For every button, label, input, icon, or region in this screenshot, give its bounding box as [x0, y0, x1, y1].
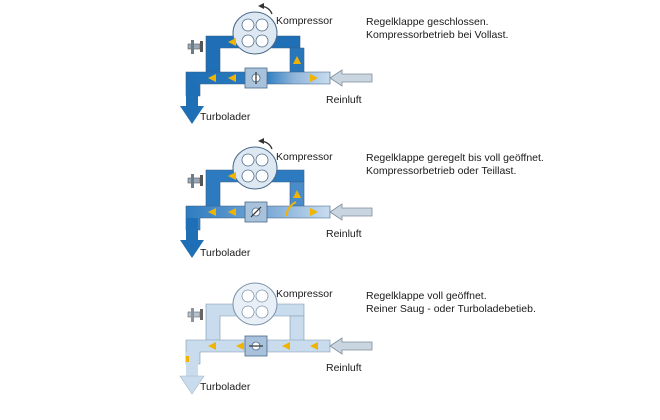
flow-arrows — [186, 342, 318, 362]
description-line-1: Regelklappe voll geöffnet. — [366, 290, 487, 302]
sensor-icon — [187, 174, 203, 188]
intake-arrow — [329, 203, 373, 221]
compressor-icon — [232, 138, 278, 190]
compressor-label: Kompressor — [276, 15, 333, 27]
intake-label: Reinluft — [326, 362, 362, 374]
description-panel-2: Regelklappe geregelt bis voll geöffnet. … — [366, 152, 544, 178]
intake-label: Reinluft — [326, 228, 362, 240]
outlet-label: Turbolader — [200, 111, 251, 123]
valve-closed — [244, 67, 268, 89]
intake-arrow — [329, 337, 373, 355]
outlet-pipe — [186, 84, 198, 106]
description-line-2: Kompressorbetrieb bei Vollast. — [366, 29, 509, 41]
compressor-icon — [232, 282, 278, 326]
panel-3: Kompressor Reinluft Turbolader — [179, 282, 373, 395]
description-panel-1: Regelklappe geschlossen. Kompressorbetri… — [366, 16, 508, 42]
outlet-pipe — [186, 352, 198, 376]
intake-label: Reinluft — [326, 94, 362, 106]
valve-open — [244, 335, 268, 357]
panel-1: Kompressor Reinluft Turbolader — [180, 3, 373, 124]
description-panel-3: Regelklappe voll geöffnet. Reiner Saug -… — [366, 290, 536, 316]
outlet-arrow — [180, 240, 204, 258]
outlet-label: Turbolader — [200, 247, 251, 259]
compressor-label: Kompressor — [276, 151, 333, 163]
outlet-label: Turbolader — [200, 381, 251, 393]
description-line-2: Reiner Saug - oder Turboladebetieb. — [366, 303, 536, 315]
compressor-icon — [232, 3, 278, 55]
sensor-icon — [187, 40, 203, 54]
outlet-pipe — [186, 218, 198, 240]
description-line-1: Regelklappe geschlossen. — [366, 16, 489, 28]
description-line-1: Regelklappe geregelt bis voll geöffnet. — [366, 152, 544, 164]
outlet-arrow — [179, 375, 205, 395]
panel-2: Kompressor Reinluft Turbolader — [180, 138, 373, 259]
description-line-2: Kompressorbetrieb oder Teillast. — [366, 165, 517, 177]
intake-arrow — [329, 69, 373, 87]
flow-arrows — [208, 172, 318, 217]
valve-partial — [244, 201, 268, 223]
outlet-arrow — [180, 106, 204, 124]
compressor-label: Kompressor — [276, 288, 333, 300]
sensor-icon — [187, 308, 203, 322]
flow-arrows — [208, 38, 318, 82]
